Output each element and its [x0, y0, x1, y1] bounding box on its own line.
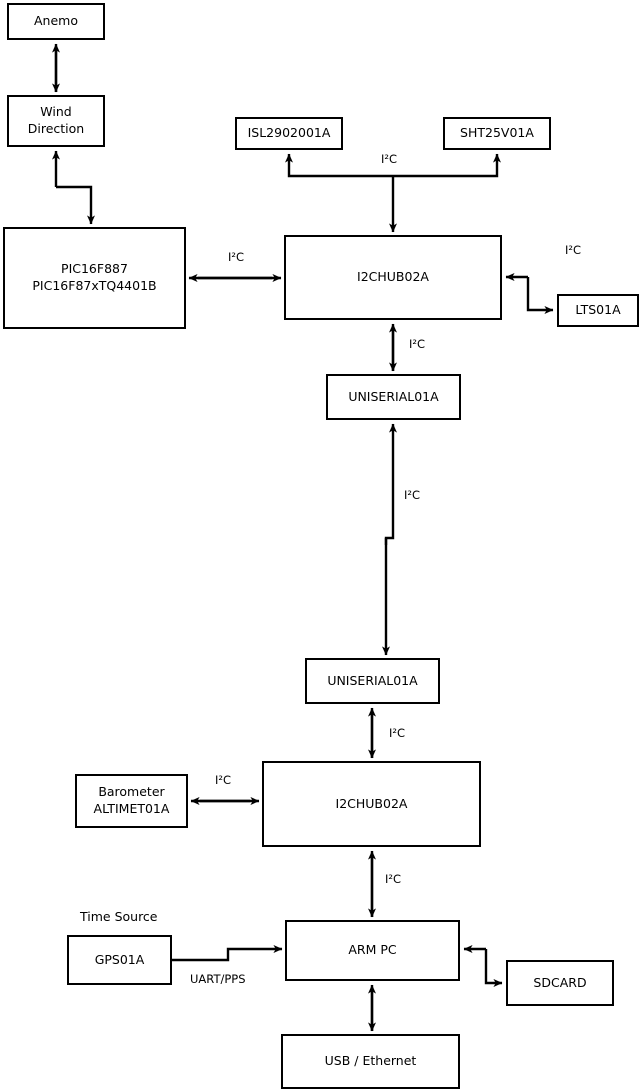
- node-uniserial01a-top[interactable]: UNISERIAL01A: [326, 374, 461, 420]
- wire-hub-lts-out: [526, 277, 554, 314]
- node-usb-ethernet[interactable]: USB / Ethernet: [281, 1034, 460, 1089]
- wire-wind-pic-down: [56, 185, 95, 225]
- edge-label-i2c-pic-hub: I²C: [228, 250, 245, 264]
- edge-label-i2c-sensor-bus: I²C: [381, 152, 398, 166]
- node-uniserial01a-bottom[interactable]: UNISERIAL01A: [305, 658, 440, 704]
- edge-label-i2c-hub-uniserial: I²C: [409, 337, 426, 351]
- node-sdcard[interactable]: SDCARD: [506, 960, 614, 1006]
- wire-gps-armpc: [172, 945, 283, 962]
- node-wind-direction[interactable]: Wind Direction: [7, 95, 105, 147]
- node-barometer-altimet01a[interactable]: Barometer ALTIMET01A: [75, 774, 188, 828]
- edge-label-i2c-barometer: I²C: [215, 773, 232, 787]
- node-arm-pc[interactable]: ARM PC: [285, 920, 460, 981]
- edge-label-i2c-uniserial-link: I²C: [404, 488, 421, 502]
- wire-uniserial-link-up: [384, 423, 397, 545]
- edge-label-uart-pps: UART/PPS: [190, 972, 246, 986]
- wire-hub-bus-isl: [285, 153, 393, 178]
- edge-label-i2c-hub2-armpc: I²C: [385, 872, 402, 886]
- edge-label-i2c-uniserial-hub2: I²C: [389, 726, 406, 740]
- node-pic-microcontroller[interactable]: PIC16F887 PIC16F87xTQ4401B: [3, 227, 186, 329]
- node-sht25v01a[interactable]: SHT25V01A: [443, 117, 551, 150]
- node-lts01a[interactable]: LTS01A: [557, 294, 639, 327]
- node-gps01a[interactable]: GPS01A: [67, 935, 172, 985]
- label-time-source: Time Source: [80, 909, 158, 924]
- node-i2chub02a-top[interactable]: I2CHUB02A: [284, 235, 502, 320]
- node-i2chub02a-bottom[interactable]: I2CHUB02A: [262, 761, 481, 847]
- edge-label-i2c-lts01a: I²C: [565, 243, 582, 257]
- node-anemo[interactable]: Anemo: [7, 3, 105, 40]
- node-isl2902001a[interactable]: ISL2902001A: [235, 117, 343, 150]
- wire-arm-sd-out: [484, 949, 503, 987]
- wire-hub-bus-sht: [393, 153, 501, 178]
